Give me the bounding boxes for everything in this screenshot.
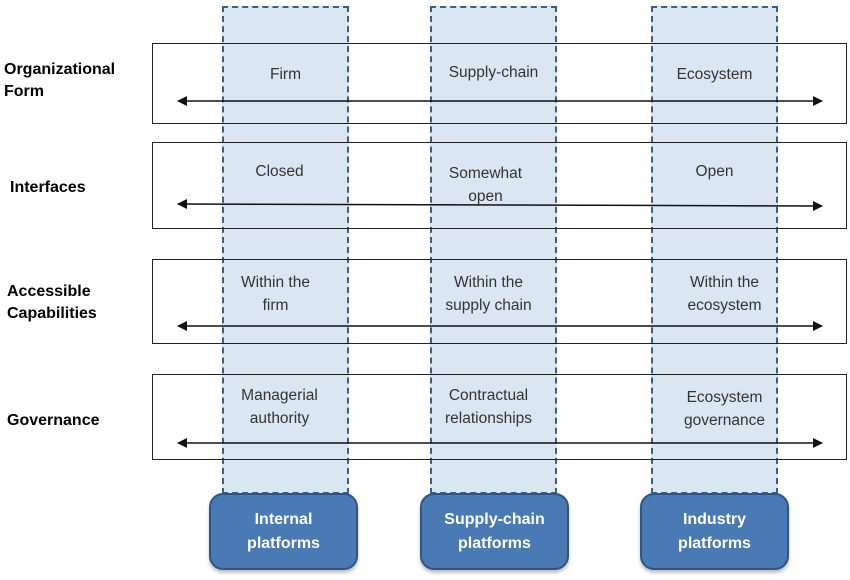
cell-capabilities-internal: Within the firm — [241, 274, 310, 314]
platform-label-supply-chain: Supply-chain platforms — [444, 510, 545, 552]
cell-governance-supply-chain: Contractual relationships — [444, 387, 533, 427]
row-label-governance: Governance — [7, 412, 100, 429]
cell-governance-industry: Ecosystem governance — [683, 389, 765, 429]
double-arrow-interfaces — [177, 199, 823, 211]
row-label-interfaces: Interfaces — [10, 179, 86, 196]
cell-org-form-supply-chain: Supply-chain — [448, 64, 539, 81]
platform-box-internal: Internal platforms — [209, 493, 358, 570]
row-box-organizational-form — [152, 43, 847, 124]
cell-capabilities-supply-chain: Within the supply chain — [445, 274, 532, 314]
cell-interfaces-supply-chain: Somewhat open — [448, 165, 523, 205]
row-box-governance — [152, 374, 847, 460]
cell-governance-internal: Managerial authority — [241, 387, 318, 427]
platform-box-industry: Industry platforms — [640, 493, 789, 570]
row-label-accessible-capabilities: Accessible Capabilities — [7, 283, 97, 322]
row-box-interfaces — [152, 142, 847, 229]
platform-label-industry: Industry platforms — [678, 510, 751, 552]
platform-label-internal: Internal platforms — [247, 510, 320, 552]
cell-org-form-industry: Ecosystem — [676, 66, 753, 83]
column-band-internal — [222, 6, 349, 494]
row-box-accessible-capabilities — [152, 259, 847, 344]
column-band-supply-chain — [430, 6, 557, 494]
row-label-organizational-form: Organizational Form — [4, 61, 116, 100]
cell-interfaces-industry: Open — [695, 163, 734, 180]
cell-interfaces-internal: Closed — [255, 163, 304, 180]
cell-org-form-internal: Firm — [270, 66, 301, 83]
platform-box-supply-chain: Supply-chain platforms — [420, 493, 569, 570]
cell-capabilities-industry: Within the ecosystem — [687, 274, 762, 314]
